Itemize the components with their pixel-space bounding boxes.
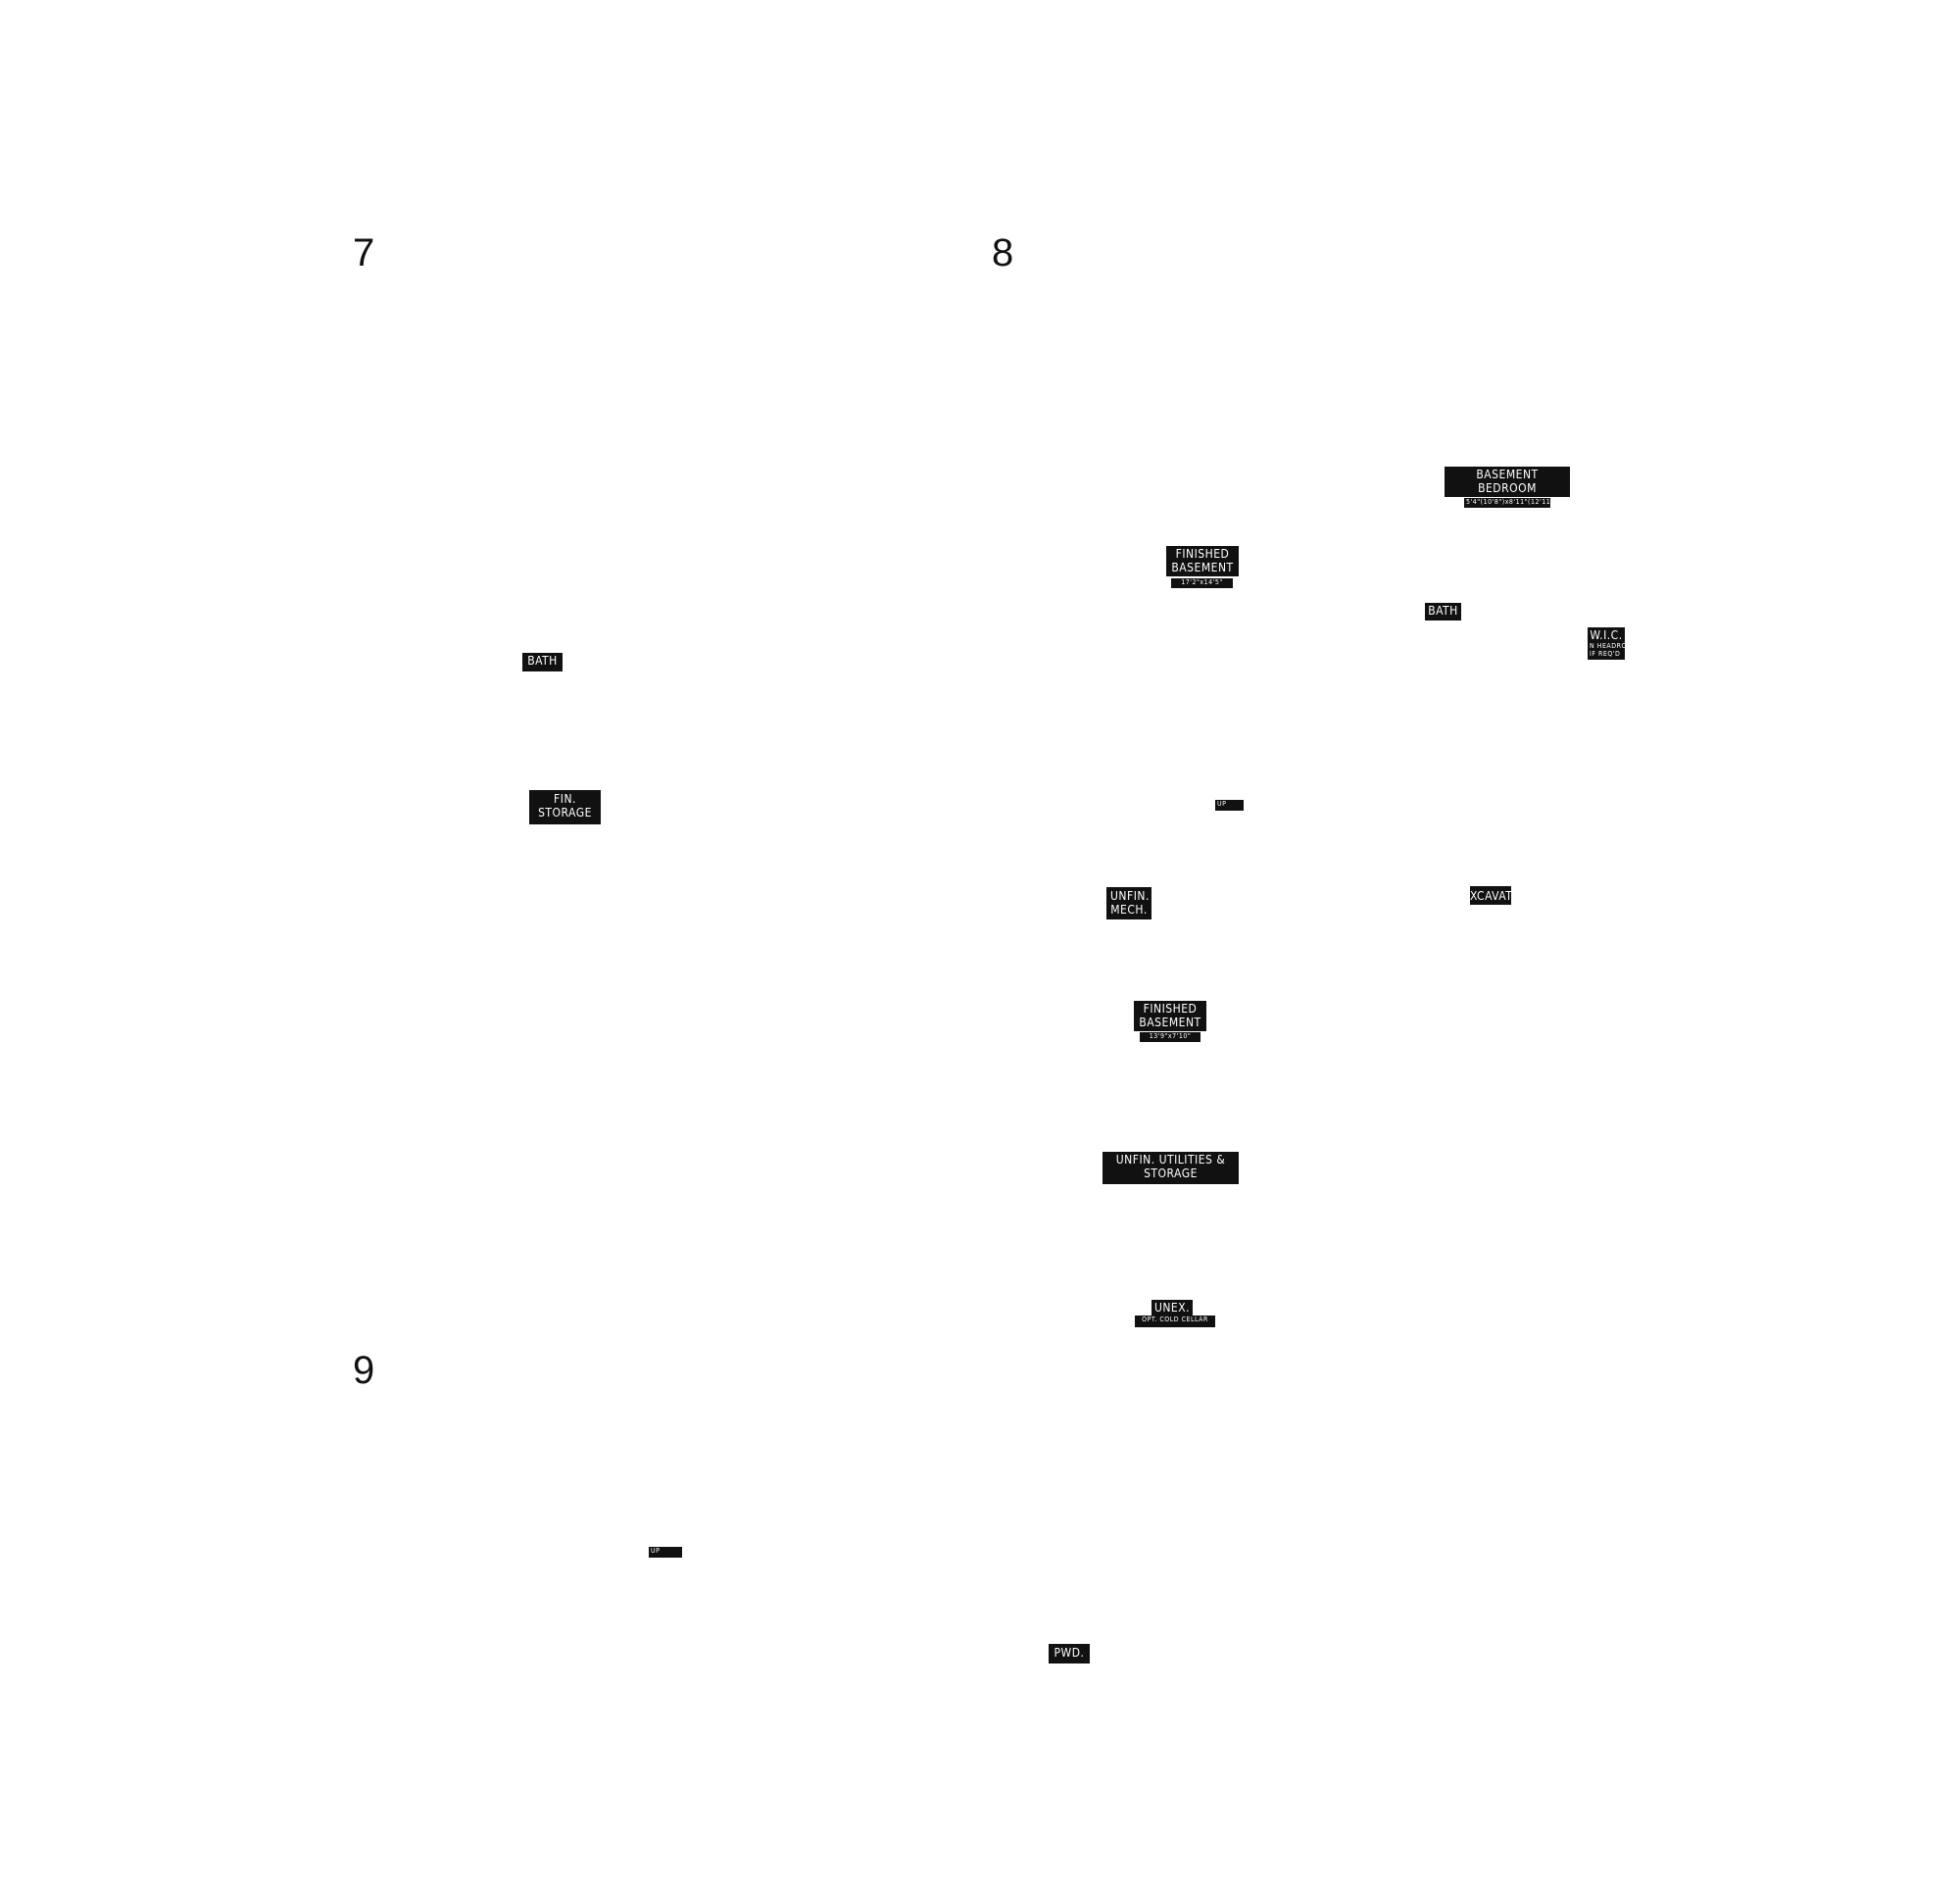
room-dimension-basement-bedroom: 5'4"(10'8")x8'11"(12'11") [1464, 498, 1550, 508]
room-label-unfin-utilities-storage: UNFIN. UTILITIES & STORAGE [1102, 1152, 1239, 1184]
room-label-line: BASEMENT [1139, 1016, 1201, 1029]
room-label-opt-cold-cellar: OPT. COLD CELLAR [1135, 1316, 1215, 1327]
room-label-line: BEDROOM [1478, 481, 1537, 495]
room-label-line: N HEADROOM [1590, 642, 1625, 650]
room-label-line: FIN. [554, 792, 576, 806]
panel-number-9: 9 [353, 1349, 375, 1392]
room-label-fin-storage: FIN. STORAGE [529, 790, 601, 824]
room-label-line: STORAGE [1144, 1167, 1198, 1180]
panel-number-7: 7 [353, 231, 375, 274]
room-label-bath-panel-7: BATH [522, 653, 563, 671]
stair-up-label-panel-9: UP [649, 1547, 682, 1558]
room-label-basement-bedroom: BASEMENT BEDROOM [1445, 467, 1570, 497]
room-label-line: BASEMENT [1171, 561, 1234, 574]
room-label-unfin-mech: UNFIN. MECH. [1106, 887, 1152, 919]
room-label-unex: UNEX. [1152, 1300, 1193, 1316]
room-label-line: W.I.C. [1590, 628, 1623, 642]
room-dimension-finished-basement-upper: 17'2"x14'5" [1171, 578, 1233, 588]
panel-number-8: 8 [992, 231, 1014, 274]
room-label-excavation: XCAVAT [1470, 886, 1511, 905]
room-label-line: UNFIN. [1110, 889, 1150, 903]
room-label-line: IF REQ'D [1590, 650, 1621, 658]
room-label-powder-room: PWD. [1049, 1644, 1090, 1664]
room-label-line: BASEMENT [1476, 468, 1539, 481]
room-label-finished-basement-upper: FINISHED BASEMENT [1166, 546, 1239, 576]
room-label-line: FINISHED [1175, 547, 1230, 561]
room-label-wic: W.I.C. N HEADROOM IF REQ'D [1588, 627, 1625, 660]
room-label-finished-basement-lower: FINISHED BASEMENT [1134, 1001, 1206, 1031]
stair-up-label-panel-8: UP [1215, 800, 1244, 811]
room-label-line: MECH. [1110, 903, 1148, 917]
room-label-bath-panel-8: BATH [1425, 603, 1461, 621]
room-label-line: STORAGE [538, 806, 592, 819]
room-label-line: FINISHED [1143, 1002, 1198, 1016]
room-dimension-finished-basement-lower: 13'9"x7'10" [1140, 1032, 1200, 1042]
room-label-line: UNFIN. UTILITIES & [1115, 1153, 1226, 1167]
